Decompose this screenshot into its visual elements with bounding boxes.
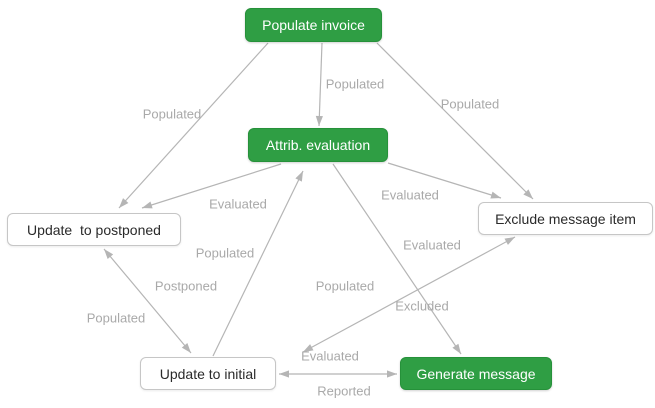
- edge-label-populated: Populated: [440, 96, 500, 112]
- edge-label-populated: Populated: [325, 76, 385, 92]
- edge-label-evaluated: Evaluated: [381, 187, 439, 203]
- arrowhead: [452, 343, 461, 354]
- edge-populate-invoice-to-exclude-message-item: [376, 42, 534, 200]
- edge-attrib-evaluation-to-update-to-postponed: [141, 163, 282, 209]
- edge-label-evaluated: Evaluated: [209, 196, 267, 212]
- edge-label-populated: Populated: [142, 106, 202, 122]
- node-update-to-initial: Update to initial: [140, 357, 276, 390]
- edge-label-populated: Populated: [315, 278, 375, 294]
- edge-populate-invoice-to-update-to-postponed: [118, 42, 269, 209]
- edge-label-evaluated: Evaluated: [301, 348, 359, 364]
- edge-populate-invoice-to-attrib-evaluation: [318, 42, 323, 127]
- edge-attrib-evaluation-to-exclude-message-item: [387, 162, 502, 199]
- node-populate-invoice: Populate invoice: [245, 8, 382, 42]
- edge-update-to-postponed-to-update-to-initial: [103, 248, 192, 354]
- arrowhead: [181, 343, 191, 353]
- edge-label-postponed: Postponed: [154, 278, 218, 294]
- edge-update-to-initial-to-attrib-evaluation: [212, 170, 304, 357]
- arrowhead: [295, 171, 303, 182]
- edge-label-populated: Populated: [86, 310, 146, 326]
- arrowhead: [279, 370, 289, 378]
- edge-attrib-evaluation-to-generate-message: [332, 163, 462, 355]
- node-update-to-postponed: Update to postponed: [7, 213, 181, 246]
- edge-label-evaluated: Evaluated: [403, 237, 461, 253]
- node-attrib-evaluation: Attrib. evaluation: [248, 128, 388, 162]
- arrowhead: [387, 370, 397, 378]
- edge-label-populated: Populated: [195, 245, 255, 261]
- edge-label-reported: Reported: [317, 383, 371, 399]
- node-generate-message: Generate message: [400, 357, 552, 390]
- node-exclude-message-item: Exclude message item: [478, 202, 653, 235]
- arrowhead: [142, 201, 153, 209]
- arrowhead: [315, 115, 323, 126]
- arrowhead: [523, 189, 533, 199]
- edge-label-excluded: Excluded: [395, 298, 449, 314]
- arrowhead: [490, 191, 501, 199]
- arrowhead: [119, 198, 129, 208]
- edge-update-to-initial-to-exclude-message-item: [302, 236, 516, 353]
- arrowhead: [104, 249, 114, 259]
- arrowhead: [303, 344, 314, 352]
- arrowhead: [504, 237, 515, 245]
